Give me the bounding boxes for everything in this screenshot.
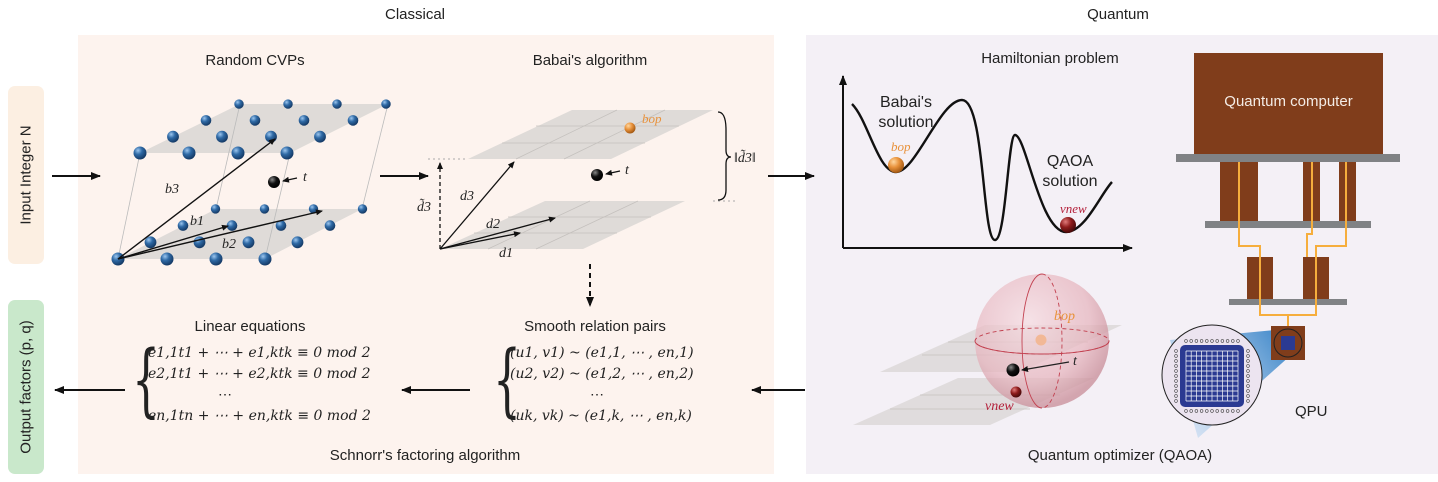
lattice-atom <box>144 236 157 249</box>
cvp-b1-label: b1 <box>190 214 204 229</box>
lattice-atom <box>249 115 261 126</box>
classical-header: Classical <box>384 6 445 23</box>
lattice-atom <box>210 204 221 214</box>
babai-projection-label: d̃3 <box>417 198 431 215</box>
linear-equations-block: e1,1t1 + ⋯ + e1,ktk ≡ 0 mod 2 e2,1t1 + ⋯… <box>148 343 371 427</box>
qaoa-solution-line-2: solution <box>1042 173 1098 190</box>
linear-equation-row: e2,1t1 + ⋯ + e2,ktk ≡ 0 mod 2 <box>148 366 371 382</box>
lattice-atom <box>280 146 294 160</box>
lattice-atom <box>259 204 270 214</box>
smooth-pair-row: (u2, v2) ~ (e1,2, ⋯ , en,2) <box>510 366 694 382</box>
quantum-optimizer-sphere: t bop vnew <box>853 273 1122 425</box>
input-integer-box: Input Integer N <box>8 86 44 264</box>
quantum-computer-label: Quantum computer <box>1224 93 1353 110</box>
babai-title: Babai's algorithm <box>532 52 648 69</box>
hamiltonian-title: Hamiltonian problem <box>981 50 1119 67</box>
lattice-atom <box>200 115 212 126</box>
schnorr-footer: Schnorr's factoring algorithm <box>329 447 521 464</box>
lattice-atom <box>283 99 293 109</box>
smooth-pair-ellipsis: ⋯ <box>590 387 604 403</box>
babai-solution-line-2: solution <box>878 114 934 131</box>
lattice-atom <box>133 146 147 160</box>
lattice-atom <box>231 146 245 160</box>
smooth-pairs-brace: { <box>493 333 521 426</box>
hamiltonian-bop-label: bop <box>891 139 911 154</box>
linear-equation-ellipsis: ⋯ <box>218 387 232 403</box>
qpu-label: QPU <box>1295 403 1328 420</box>
smooth-pairs-title: Smooth relation pairs <box>524 318 666 335</box>
lattice-atom <box>182 146 196 160</box>
lattice-atom <box>216 130 228 143</box>
lattice-atom <box>167 130 179 143</box>
hamiltonian-vnew-label: vnew <box>1060 201 1087 216</box>
qaoa-solution-ball <box>1060 217 1076 233</box>
babai-solution-line-1: Babai's <box>880 94 932 111</box>
lattice-atom <box>265 130 277 143</box>
smooth-pair-row: (u1, v1) ~ (e1,1, ⋯ , en,1) <box>510 345 694 361</box>
lattice-atom <box>177 220 189 231</box>
lattice-atom <box>160 252 174 266</box>
babai-norm-label: ‖d̃3‖ <box>734 149 756 166</box>
linear-equations-title: Linear equations <box>194 318 306 335</box>
lattice-atom <box>332 99 342 109</box>
cvp-b3-label: b3 <box>165 182 179 197</box>
hamiltonian-plot: bop vnew <box>839 75 1133 252</box>
lattice-atom <box>226 220 238 231</box>
babai-target-label: t <box>625 163 630 178</box>
babai-solution-ball <box>888 157 904 173</box>
qaoa-solution-line-1: QAOA <box>1046 153 1094 170</box>
babai-d1-label: d1 <box>499 246 513 261</box>
lattice-atom <box>298 115 310 126</box>
lattice-atom <box>291 236 304 249</box>
output-factors-box: Output factors (p, q) <box>8 300 44 474</box>
optimizer-vnew-label: vnew <box>985 399 1014 414</box>
qaoa-solution-label: QAOA solution <box>1030 152 1110 192</box>
quantum-header: Quantum <box>1087 6 1149 23</box>
lattice-atom <box>234 99 244 109</box>
lattice-atom <box>347 115 359 126</box>
babai-solution-label: Babai's solution <box>866 93 946 133</box>
smooth-pairs-block: (u1, v1) ~ (e1,1, ⋯ , en,1) (u2, v2) ~ (… <box>510 343 694 427</box>
random-cvps-title: Random CVPs <box>205 52 305 69</box>
babai-d2-label: d2 <box>486 217 500 232</box>
linear-equation-row: e1,1t1 + ⋯ + e1,ktk ≡ 0 mod 2 <box>148 345 371 361</box>
babai-diagram: t bop d3 d2 d1 d̃3 ‖d̃3‖ <box>417 109 756 261</box>
lattice-atom <box>357 204 368 214</box>
cvp-target-label: t <box>303 170 308 185</box>
babai-bop-label: bop <box>642 111 662 126</box>
babai-d3-label: d3 <box>460 189 474 204</box>
lattice-atom <box>324 220 336 231</box>
random-cvp-lattice: t b3 b1 b2 <box>111 99 391 266</box>
lattice-atom <box>381 99 391 109</box>
cvp-b2-label: b2 <box>222 237 236 252</box>
lattice-atom <box>275 220 287 231</box>
smooth-pair-row: (uk, vk) ~ (e1,k, ⋯ , en,k) <box>510 408 692 424</box>
quantum-computer <box>1161 53 1400 438</box>
lattice-atom <box>314 130 326 143</box>
linear-equations-brace: { <box>132 333 160 426</box>
qaoa-footer: Quantum optimizer (QAOA) <box>1027 447 1213 464</box>
linear-equation-row: en,1tn + ⋯ + en,ktk ≡ 0 mod 2 <box>148 408 371 424</box>
optimizer-bop-label: bop <box>1054 309 1075 324</box>
lattice-atom <box>258 252 272 266</box>
lattice-atom <box>209 252 223 266</box>
optimizer-t-label: t <box>1073 354 1078 369</box>
lattice-atom <box>242 236 255 249</box>
